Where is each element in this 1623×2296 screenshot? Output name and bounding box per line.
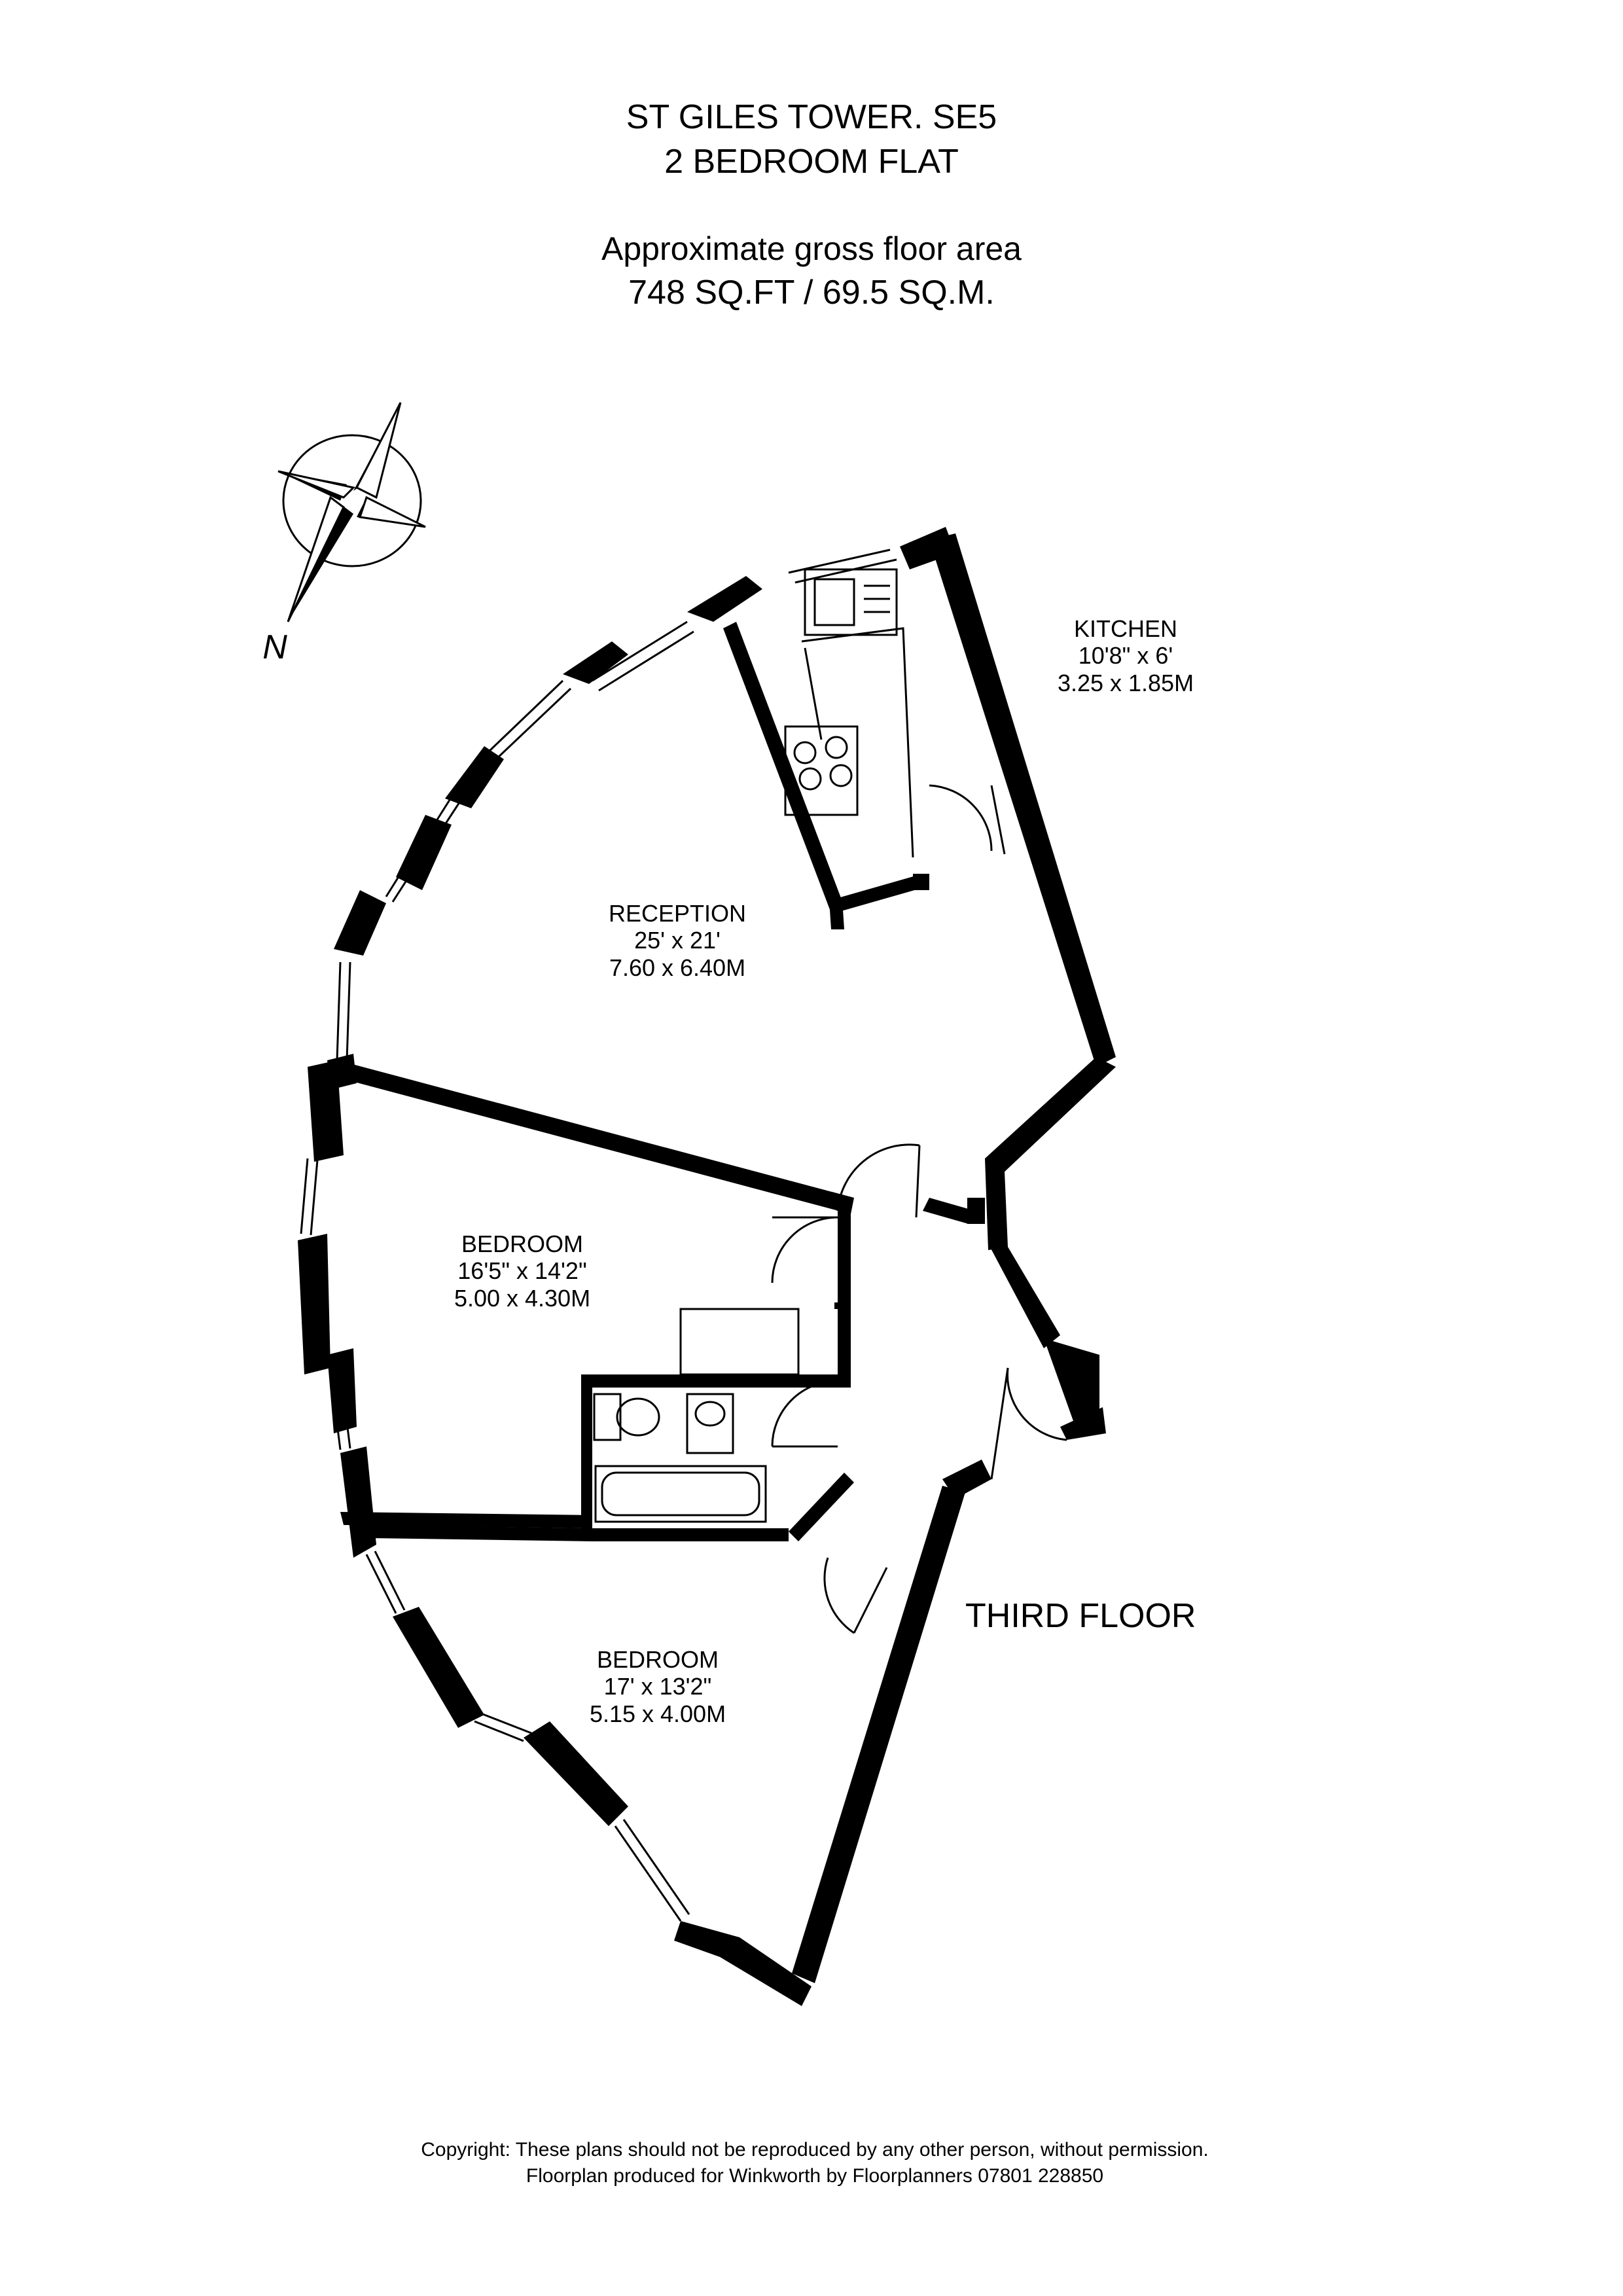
- floor-label: THIRD FLOOR: [965, 1597, 1196, 1635]
- compass-icon: [277, 402, 426, 622]
- reception-imperial: 25' x 21': [634, 927, 721, 954]
- bedroom2-label: BEDROOM 17' x 13'2" 5.15 x 4.00M: [590, 1646, 726, 1727]
- kitchen-name: KITCHEN: [1073, 615, 1177, 642]
- copyright-line: Copyright: These plans should not be rep…: [421, 2139, 1209, 2161]
- walls: [298, 527, 1116, 2006]
- reception-metric: 7.60 x 6.40M: [609, 954, 746, 981]
- washbasin-icon: [686, 1393, 734, 1454]
- kitchen-label: KITCHEN 10'8" x 6' 3.25 x 1.85M: [1058, 615, 1194, 696]
- reception-name: RECEPTION: [608, 900, 747, 927]
- windows: [300, 548, 897, 1922]
- bedroom1-metric: 5.00 x 4.30M: [454, 1284, 591, 1312]
- fixtures: [593, 568, 914, 1523]
- toilet-cistern: [593, 1393, 622, 1441]
- reception-label: RECEPTION 25' x 21' 7.60 x 6.40M: [609, 900, 746, 981]
- plan-subtitle: 2 BEDROOM FLAT: [664, 143, 959, 181]
- doors: [771, 784, 1067, 1634]
- kitchen-metric: 3.25 x 1.85M: [1057, 669, 1194, 696]
- producer-line: Floorplan produced for Winkworth by Floo…: [526, 2165, 1104, 2187]
- bathtub-icon: [594, 1465, 767, 1523]
- bedroom1-imperial: 16'5" x 14'2": [457, 1257, 587, 1285]
- compass-north-label: N: [262, 628, 287, 666]
- kitchen-imperial: 10'8" x 6': [1078, 642, 1173, 670]
- area-value: 748 SQ.FT / 69.5 SQ.M.: [628, 274, 995, 312]
- bedroom2-name: BEDROOM: [596, 1646, 719, 1673]
- plan-title: ST GILES TOWER. SE5: [626, 98, 997, 136]
- bedroom2-imperial: 17' x 13'2": [603, 1673, 712, 1700]
- hob-icon: [784, 725, 859, 816]
- bath-cabinet: [679, 1308, 800, 1376]
- area-label: Approximate gross floor area: [601, 230, 1022, 267]
- bedroom2-metric: 5.15 x 4.00M: [589, 1700, 726, 1727]
- toilet-icon: [616, 1397, 660, 1437]
- bedroom1-label: BEDROOM 16'5" x 14'2" 5.00 x 4.30M: [454, 1230, 590, 1312]
- bedroom1-name: BEDROOM: [461, 1230, 583, 1257]
